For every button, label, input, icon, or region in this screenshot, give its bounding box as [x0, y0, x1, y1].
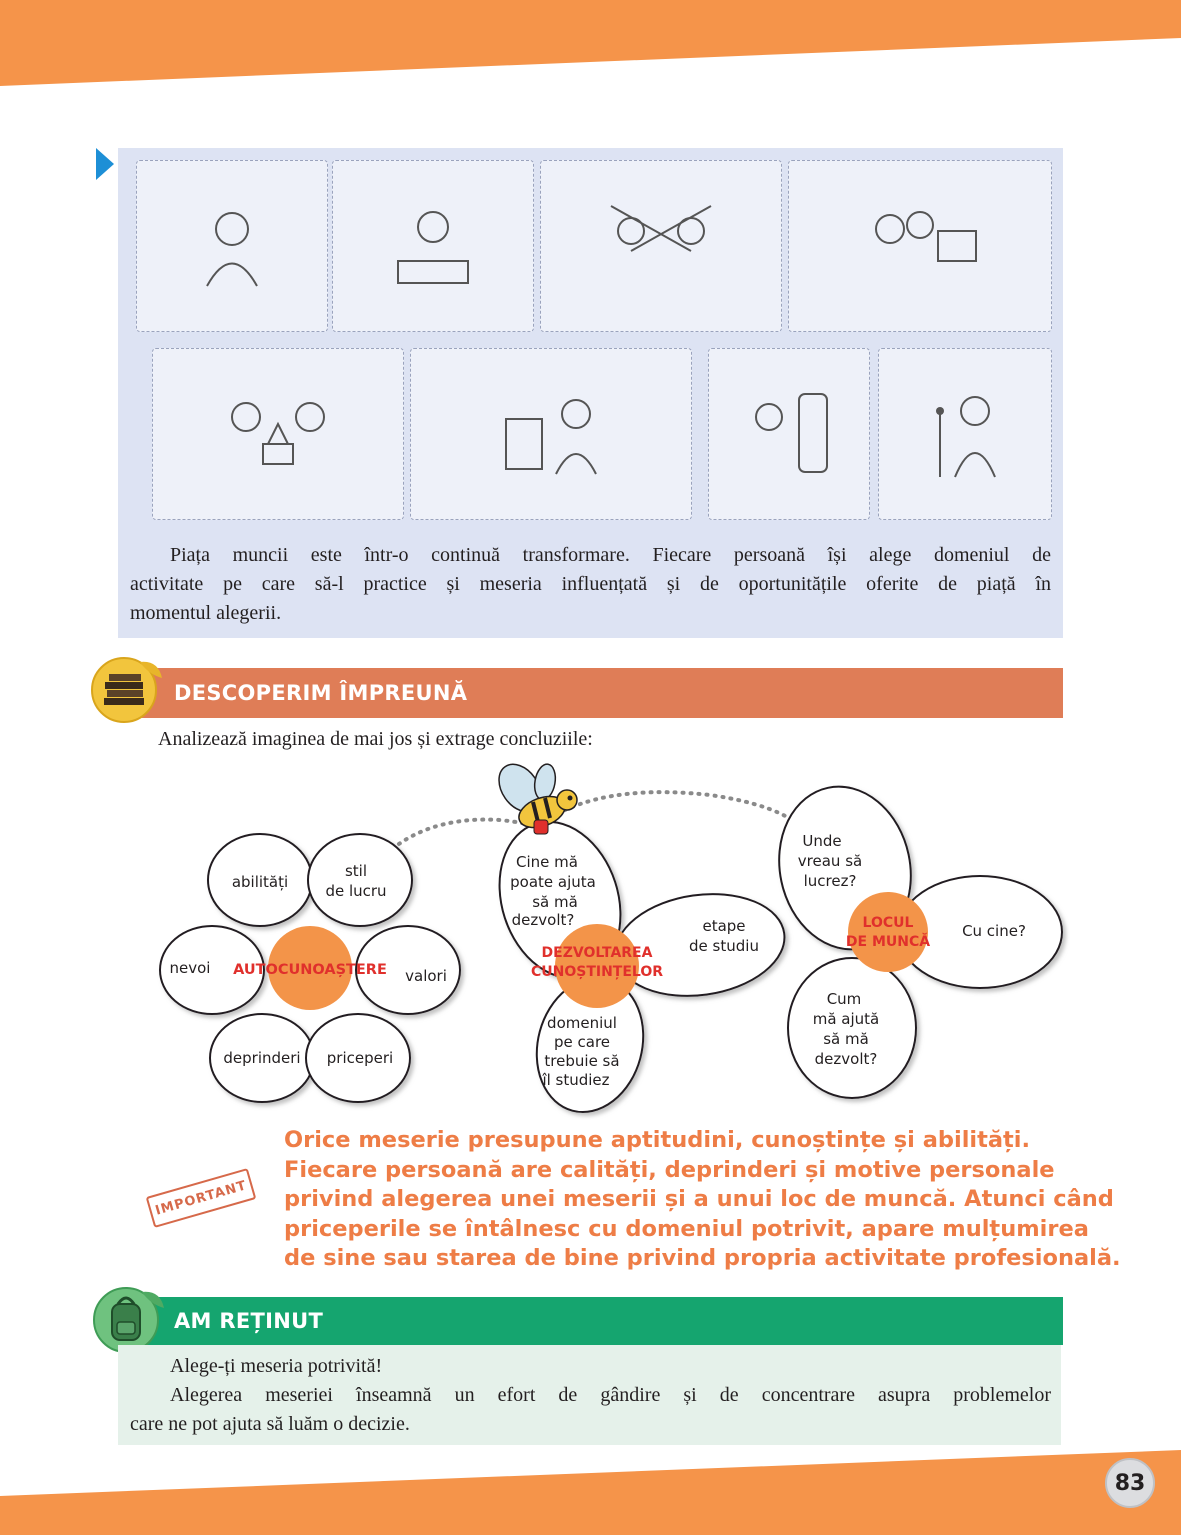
knowledge-petal-top-1: Cine mă [516, 853, 578, 871]
page-number: 83 [1105, 1458, 1155, 1508]
remember-panel [118, 1345, 1061, 1445]
top-orange-band [0, 0, 1181, 86]
illustration-panel [118, 148, 1063, 638]
workplace-petal-bottom-4: dezvolt? [815, 1050, 878, 1068]
important-line-1: Orice meserie presupune aptitudini, cuno… [284, 1127, 1031, 1153]
important-note: Orice meserie presupune aptitudini, cuno… [284, 1126, 1121, 1274]
knowledge-flower [498, 820, 786, 1114]
knowledge-petal-right-2: de studiu [689, 937, 759, 955]
knowledge-petal-bottom-3: trebuie să [544, 1052, 619, 1070]
important-stamp: IMPORTANT [145, 1168, 257, 1228]
workplace-petal-top-2: vreau să [798, 852, 862, 870]
important-line-4: priceperile se întâlnesc cu domeniul pot… [284, 1215, 1089, 1242]
petal-de-lucru: de lucru [325, 882, 386, 900]
remember-header: AM REȚINUT [118, 1297, 1063, 1345]
girl-at-mirror-illustration [708, 348, 870, 520]
knowledge-center-label-2: CUNOȘTINȚELOR [531, 964, 663, 980]
workplace-center-label-1: LOCUL [863, 915, 914, 931]
bottom-orange-band [0, 1450, 1181, 1535]
books-icon [91, 657, 162, 723]
remember-line-3: care ne pot ajuta să luăm o decizie. [130, 1413, 410, 1435]
children-building-blocks-illustration [152, 348, 404, 520]
knowledge-petal-bottom-2: pe care [554, 1033, 610, 1051]
knowledge-petal-top-3: să mă [532, 893, 578, 911]
bee-flight-path-2 [563, 790, 807, 832]
workplace-petal-bottom-3: să mă [823, 1030, 869, 1048]
workplace-petal-right: Cu cine? [962, 922, 1026, 940]
intro-line-1: Piața muncii este într-o continuă transf… [170, 544, 1051, 566]
discover-title: DESCOPERIM ÎMPREUNĂ [174, 681, 468, 705]
children-fencing-illustration [540, 160, 782, 332]
petal-stil: stil [345, 862, 367, 880]
important-line-2: Fiecare persoană are calități, deprinder… [284, 1156, 1055, 1183]
workplace-petal-bottom-1: Cum [827, 990, 862, 1008]
workplace-petal-bottom-2: mă ajută [813, 1010, 880, 1028]
remember-text: Alege-ți meseria potrivită! Alegerea mes… [130, 1352, 1051, 1439]
knowledge-petal-bottom-4: îl studiez [541, 1071, 609, 1089]
petal-deprinderi: deprinderi [223, 1049, 300, 1067]
remember-title: AM REȚINUT [174, 1309, 324, 1333]
workplace-center-label-2: DE MUNCĂ [846, 932, 930, 950]
remember-line-2: Alegerea meseriei înseamnă un efort de g… [170, 1384, 1051, 1406]
backpack-icon [93, 1287, 164, 1353]
tailor-cutting-fabric-illustration [332, 160, 534, 332]
petal-abilitati: abilități [232, 873, 288, 891]
self-knowledge-center-label: AUTOCUNOAȘTERE [233, 962, 387, 978]
petal-nevoi: nevoi [170, 959, 211, 977]
knowledge-petal-bottom-1: domeniul [547, 1014, 617, 1032]
bee-icon [498, 763, 578, 835]
workplace-petal-top-1: Unde [802, 832, 841, 850]
workplace-petal-top-3: lucrez? [804, 872, 857, 890]
self-knowledge-flower [159, 833, 461, 1103]
discover-header: DESCOPERIM ÎMPREUNĂ [118, 668, 1063, 718]
girl-sewing-doll-clothes-illustration [136, 160, 328, 332]
section-marker-triangle [96, 148, 114, 180]
knowledge-petal-top-2: poate ajuta [510, 873, 596, 891]
petal-valori: valori [405, 967, 447, 985]
knowledge-petal-top-4: dezvolt? [512, 911, 575, 929]
doctors-at-computer-illustration [788, 160, 1052, 332]
knowledge-petal-right-1: etape [702, 917, 745, 935]
remember-line-1: Alege-ți meseria potrivită! [170, 1355, 383, 1377]
intro-line-3: momentul alegerii. [130, 602, 282, 624]
singer-at-microphone-illustration [878, 348, 1052, 520]
important-line-3: privind alegerea unei meserii și a unui … [284, 1186, 1114, 1212]
petal-priceperi: priceperi [327, 1049, 393, 1067]
intro-paragraph: Piața muncii este într-o continuă transf… [130, 541, 1051, 628]
engineer-with-robot-illustration [410, 348, 692, 520]
important-line-5: de sine sau starea de bine privind propr… [284, 1245, 1121, 1271]
intro-line-2: activitate pe care să-l practice și mese… [130, 573, 1051, 595]
knowledge-center-label-1: DEZVOLTAREA [542, 945, 653, 961]
career-flowers-diagram: AUTOCUNOAȘTERE abilități stil de lucru n… [159, 763, 1063, 1114]
discover-instruction: Analizează imaginea de mai jos și extrag… [158, 728, 593, 750]
